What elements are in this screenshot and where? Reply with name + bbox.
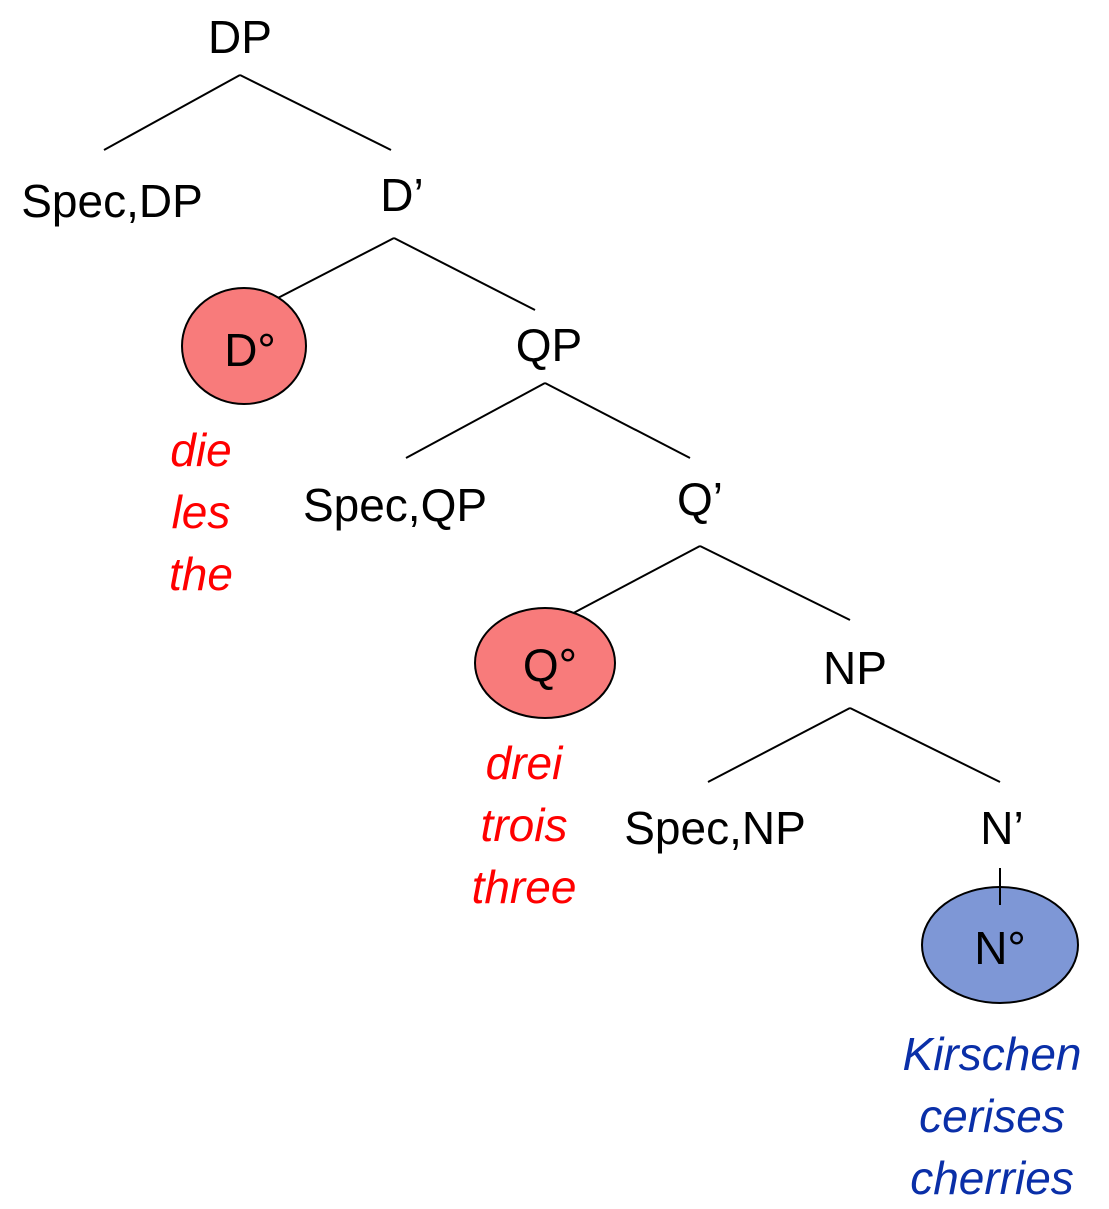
quantifier-gloss: drei trois three xyxy=(472,732,577,918)
node-qp: QP xyxy=(515,319,583,371)
gloss-english-noun: cherries xyxy=(910,1152,1074,1204)
node-spec-qp: Spec,QP xyxy=(302,479,488,531)
branch-dp-spec xyxy=(103,74,241,151)
branch-qp-qbar xyxy=(544,382,691,459)
branch-qbar-np xyxy=(699,545,851,621)
node-np: NP xyxy=(823,642,887,694)
node-n-head: N° xyxy=(974,922,1026,974)
node-spec-np: Spec,NP xyxy=(624,802,806,854)
branch-np-nbar xyxy=(849,707,1001,783)
branch-dp-dbar xyxy=(239,74,392,151)
gloss-english-det: the xyxy=(169,548,233,600)
gloss-french-quant: trois xyxy=(480,799,568,851)
node-d-head: D° xyxy=(224,324,276,376)
gloss-german-noun: Kirschen xyxy=(902,1028,1082,1080)
noun-gloss: Kirschen cerises cherries xyxy=(903,1023,1082,1209)
branch-dbar-qp xyxy=(393,237,536,311)
node-q-head: Q° xyxy=(522,639,578,691)
node-n-bar: N’ xyxy=(980,802,1024,854)
node-dp: DP xyxy=(208,11,272,63)
gloss-german-det: die xyxy=(170,424,232,476)
q-head-circle xyxy=(474,607,616,719)
determiner-gloss: die les the xyxy=(169,419,233,605)
gloss-french-noun: cerises xyxy=(919,1090,1065,1142)
node-q-bar: Q’ xyxy=(677,473,723,525)
branch-dbar-dhead xyxy=(273,237,395,301)
gloss-french-det: les xyxy=(171,486,231,538)
branch-qp-spec xyxy=(405,382,546,459)
gloss-german-quant: drei xyxy=(485,737,563,789)
gloss-english-quant: three xyxy=(471,861,577,913)
d-head-circle xyxy=(181,287,307,405)
branch-np-spec xyxy=(707,707,851,783)
branch-qbar-qhead xyxy=(563,545,701,619)
node-d-bar: D’ xyxy=(380,169,424,221)
node-spec-dp: Spec,DP xyxy=(21,175,203,227)
